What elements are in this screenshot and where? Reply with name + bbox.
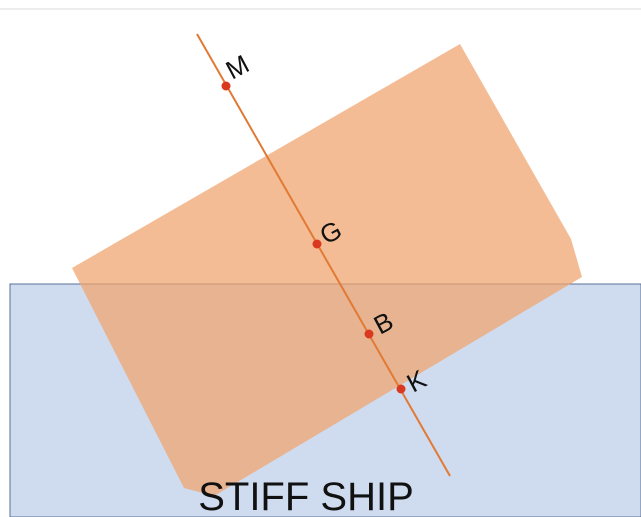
ship-hull [72, 44, 582, 496]
center-of-buoyancy-point [364, 329, 374, 339]
keel-point [396, 384, 406, 394]
label-m: M [221, 49, 254, 86]
center-of-gravity-point [312, 239, 322, 249]
ship-centerline [196, 33, 451, 477]
metacenter-point [221, 81, 231, 91]
diagram-title: STIFF SHIP [198, 475, 414, 517]
